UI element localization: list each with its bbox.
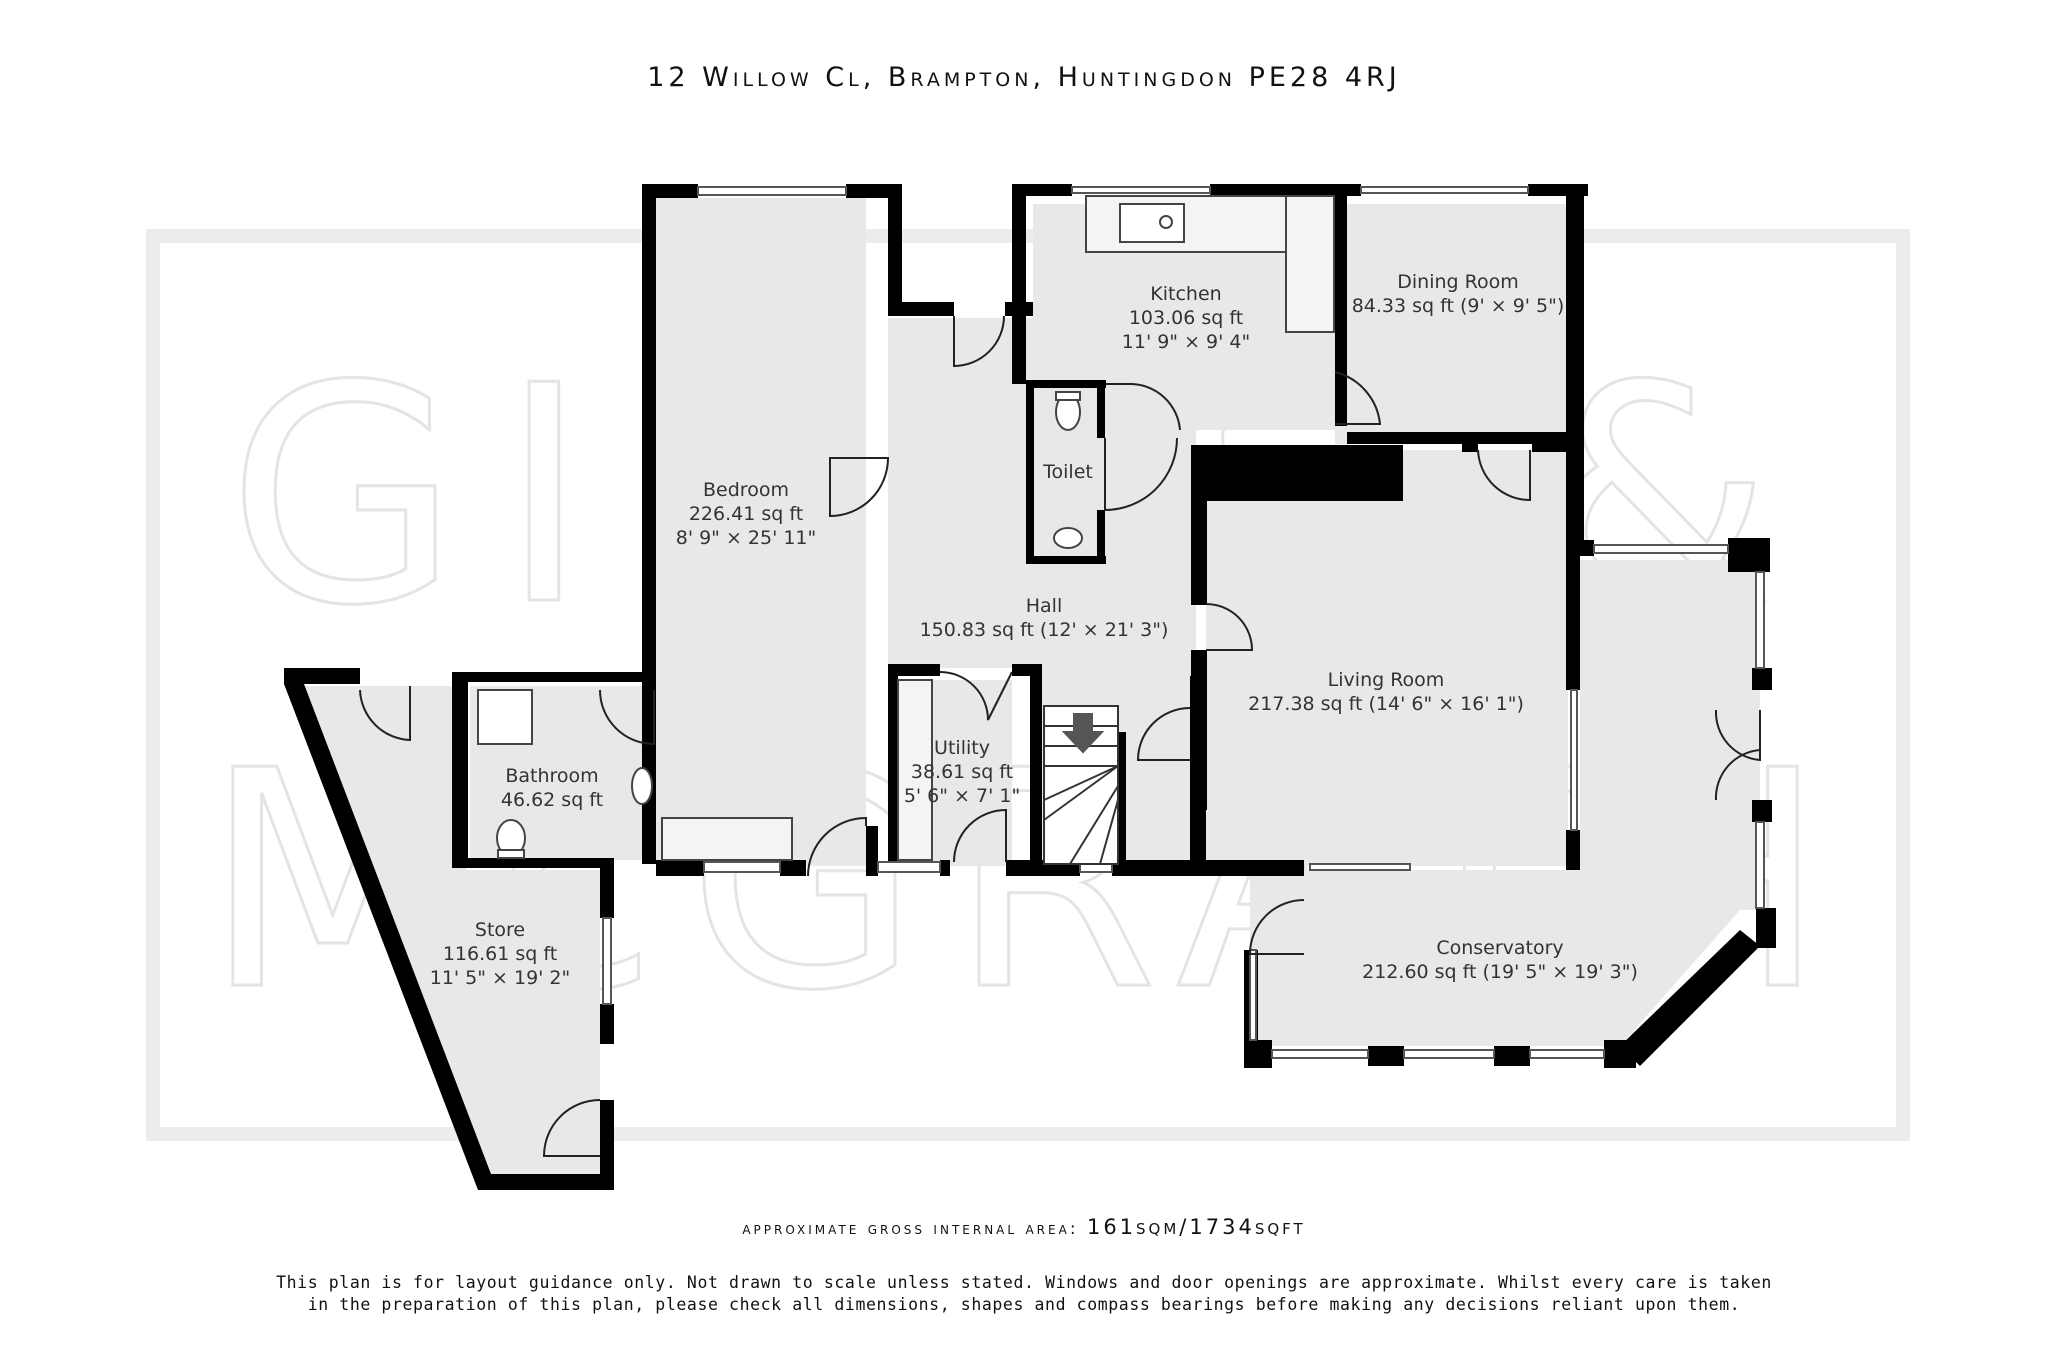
room-name: Store — [474, 919, 526, 941]
stairs-down-arrow-icon — [1061, 713, 1105, 754]
room-label-bathroom: Bathroom 46.62 sq ft — [501, 764, 603, 812]
shower-icon — [477, 689, 533, 745]
room-label-living-room: Living Room 217.38 sq ft (14' 6" × 16' 1… — [1248, 668, 1524, 716]
store-floor — [302, 674, 600, 1176]
room-label-kitchen: Kitchen 103.06 sq ft 11' 9" × 9' 4" — [1122, 282, 1250, 354]
room-area: 226.41 sq ft — [688, 503, 804, 525]
windows — [602, 186, 1765, 1059]
room-label-hall: Hall 150.83 sq ft (12' × 21' 3") — [920, 594, 1169, 642]
conservatory-floor — [1250, 560, 1760, 1046]
room-dims: 11' 5" × 19' 2" — [429, 967, 571, 989]
walls — [284, 184, 1776, 1190]
doors — [359, 315, 1761, 1157]
room-name: Toilet — [1043, 461, 1093, 483]
room-name: Bathroom — [505, 765, 599, 787]
living-floor — [1206, 450, 1568, 866]
room-dims: 11' 9" × 9' 4" — [1121, 331, 1251, 353]
property-address-title: 12 Willow Cl, Brampton, Huntingdon PE28 … — [647, 62, 1401, 93]
room-label-store: Store 116.61 sq ft 11' 5" × 19' 2" — [430, 918, 571, 990]
room-name: Kitchen — [1150, 283, 1222, 305]
kitchen-counter-top — [1085, 195, 1287, 253]
gross-area-label: approximate gross internal area: — [742, 1219, 1079, 1239]
wc-basin-icon — [1053, 527, 1083, 549]
room-area: 38.61 sq ft — [910, 761, 1014, 783]
room-area: 150.83 sq ft (12' × 21' 3") — [919, 619, 1169, 641]
gross-area-value: 161sqm/1734sqft — [1086, 1215, 1306, 1239]
room-label-dining-room: Dining Room 84.33 sq ft (9' × 9' 5") — [1352, 270, 1565, 318]
room-label-toilet: Toilet — [1043, 460, 1093, 484]
room-area: 116.61 sq ft — [442, 943, 558, 965]
dining-floor — [1335, 204, 1567, 444]
room-name: Dining Room — [1397, 271, 1519, 293]
room-area: 212.60 sq ft (19' 5" × 19' 3") — [1362, 961, 1638, 983]
room-area: 84.33 sq ft (9' × 9' 5") — [1351, 295, 1565, 317]
room-name: Bedroom — [703, 479, 789, 501]
room-name: Hall — [1025, 595, 1063, 617]
room-name: Living Room — [1327, 669, 1445, 691]
disclaimer-line2: in the preparation of this plan, please … — [307, 1295, 1741, 1314]
room-label-bedroom: Bedroom 226.41 sq ft 8' 9" × 25' 11" — [676, 478, 817, 550]
room-dims: 8' 9" × 25' 11" — [675, 527, 817, 549]
floor-areas — [302, 198, 1760, 1176]
sink-icon — [1119, 203, 1185, 243]
bedroom-wardrobe — [661, 817, 793, 861]
bedroom-floor — [656, 198, 866, 866]
room-area: 103.06 sq ft — [1128, 307, 1244, 329]
room-dims: 5' 6" × 7' 1" — [903, 785, 1021, 807]
disclaimer-line1: This plan is for layout guidance only. N… — [276, 1273, 1772, 1292]
room-label-conservatory: Conservatory 212.60 sq ft (19' 5" × 19' … — [1362, 936, 1638, 984]
disclaimer: This plan is for layout guidance only. N… — [150, 1272, 1898, 1316]
room-area: 217.38 sq ft (14' 6" × 16' 1") — [1248, 693, 1524, 715]
room-name: Conservatory — [1436, 937, 1564, 959]
room-label-utility: Utility 38.61 sq ft 5' 6" × 7' 1" — [904, 736, 1020, 808]
room-area: 46.62 sq ft — [500, 789, 604, 811]
fixtures — [477, 195, 1335, 865]
room-name: Utility — [934, 737, 990, 759]
gross-internal-area: approximate gross internal area: 161sqm/… — [0, 1215, 2048, 1239]
kitchen-counter-side — [1285, 195, 1335, 333]
utility-counter — [897, 679, 933, 861]
basin-icon — [631, 767, 653, 805]
